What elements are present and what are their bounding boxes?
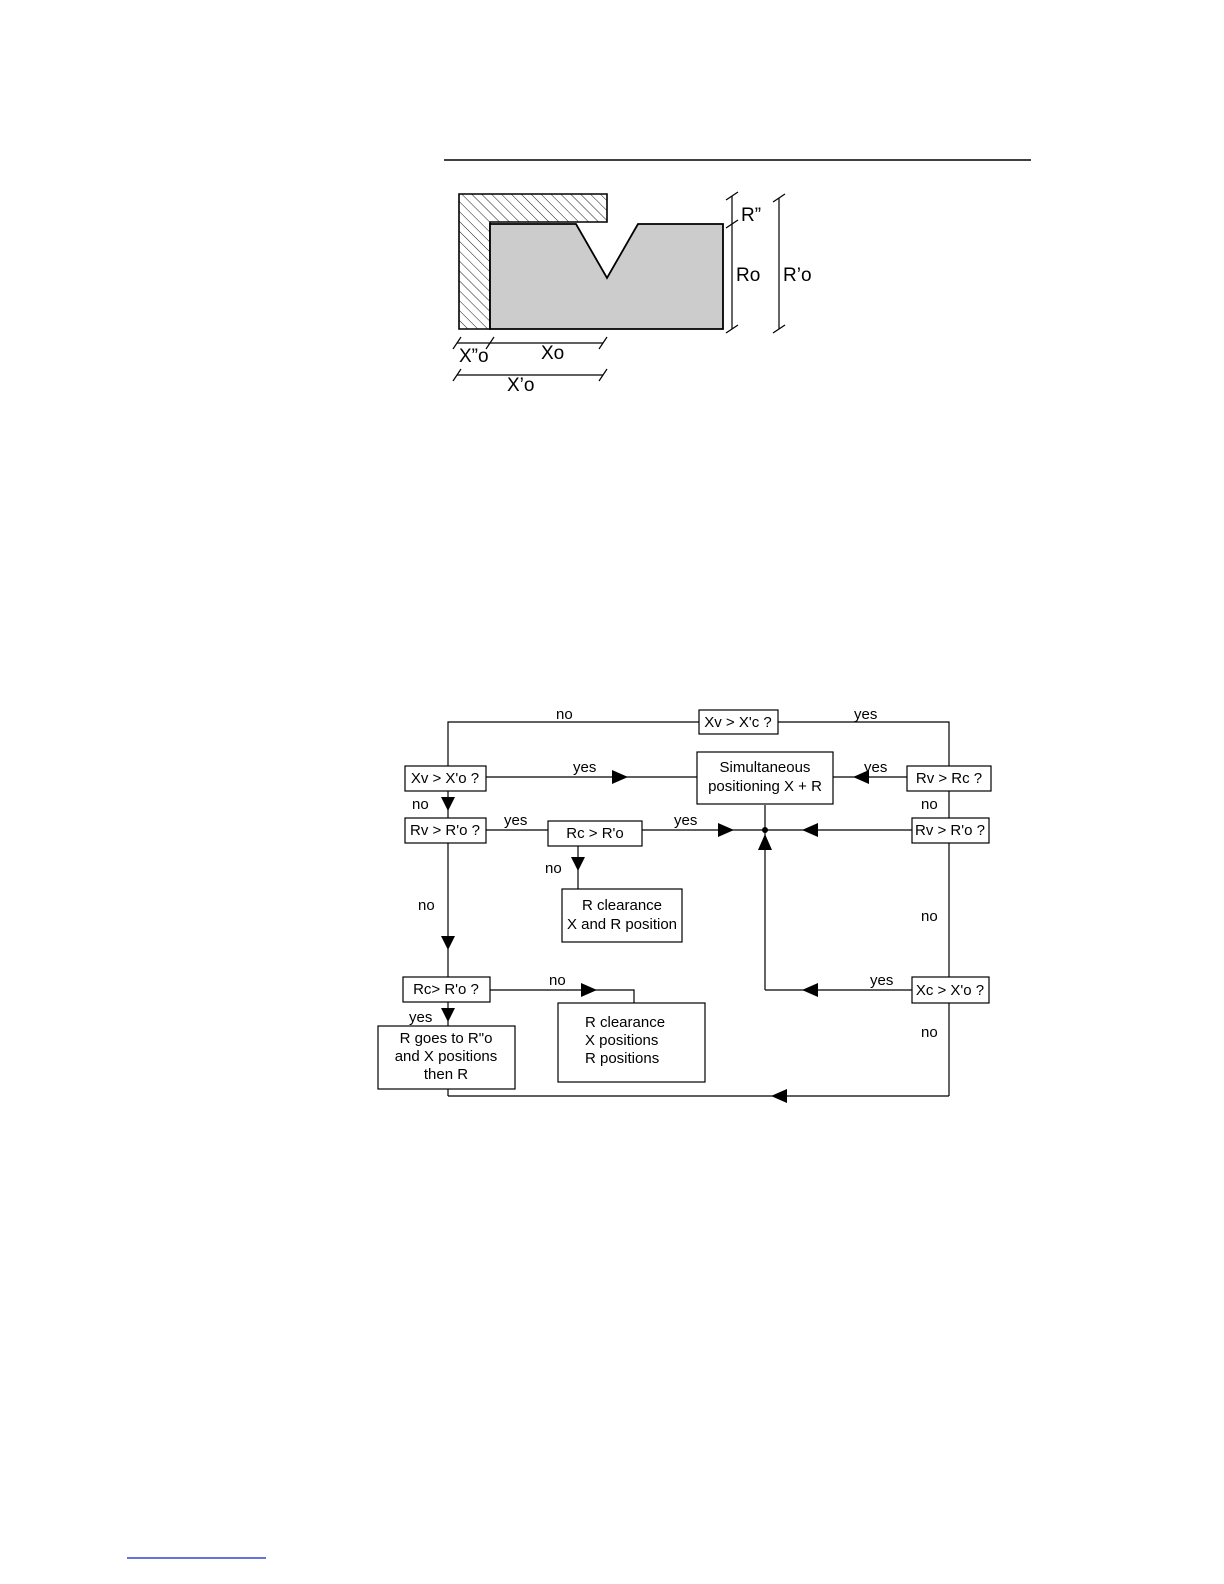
footer-canvas [0, 0, 1224, 1584]
